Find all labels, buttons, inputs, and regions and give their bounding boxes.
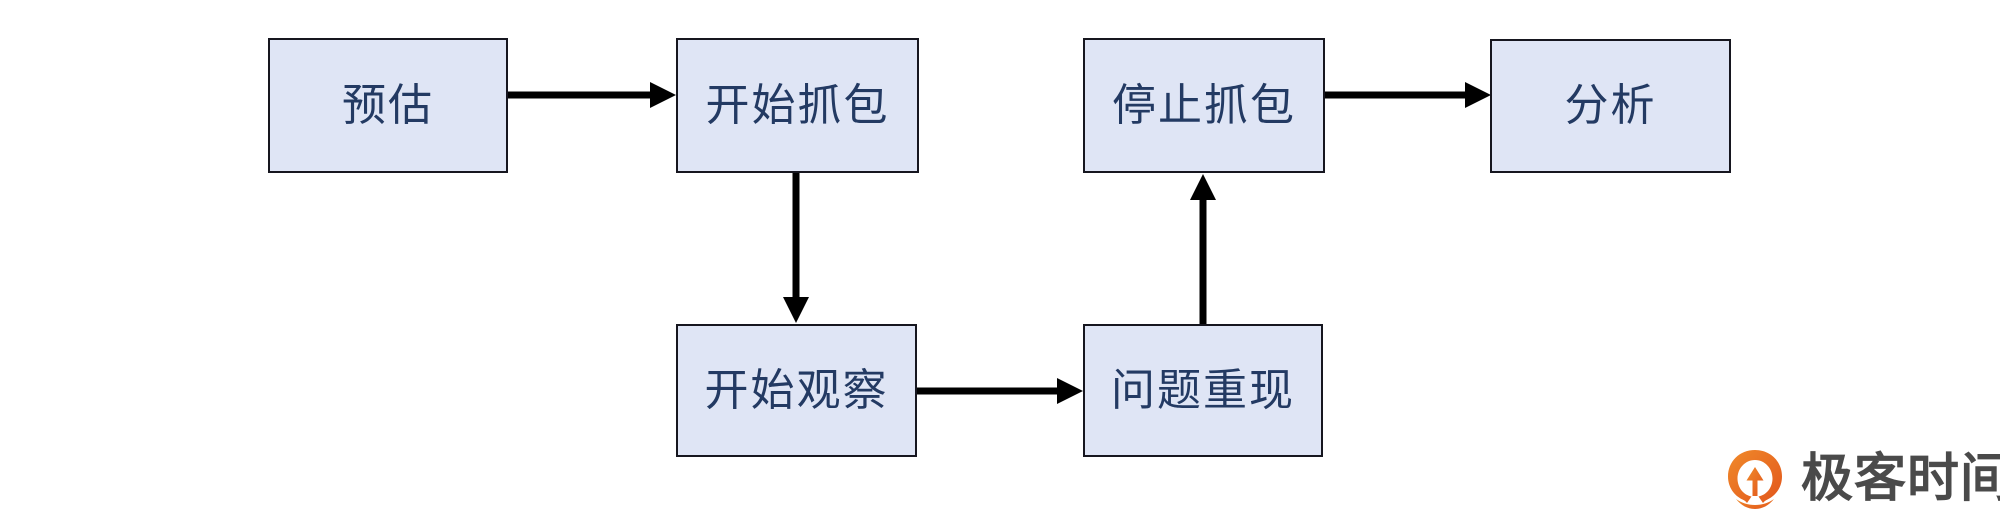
- node-start-capture[interactable]: 开始抓包: [676, 38, 919, 173]
- node-observe[interactable]: 开始观察: [676, 324, 917, 457]
- brand-logo: 极客时间: [1723, 443, 2000, 515]
- brand-logo-text: 极客时间: [1801, 450, 2000, 508]
- node-observe-label: 开始观察: [704, 365, 889, 415]
- node-analyze-label: 分析: [1564, 81, 1657, 130]
- edge-observe-to-reproduce: [917, 378, 1087, 404]
- node-stop-capture-label: 停止抓包: [1112, 80, 1296, 130]
- node-reproduce-label: 问题重现: [1111, 365, 1295, 415]
- node-analyze[interactable]: 分析: [1490, 39, 1731, 173]
- edge-start-capture-to-observe: [783, 173, 809, 326]
- node-estimate[interactable]: 预估: [268, 38, 508, 173]
- edge-estimate-to-start-capture: [508, 82, 680, 108]
- geektime-logo-icon: [1723, 447, 1787, 511]
- node-stop-capture[interactable]: 停止抓包: [1083, 38, 1325, 173]
- edge-reproduce-to-stop-capture: [1190, 172, 1216, 326]
- node-reproduce[interactable]: 问题重现: [1083, 324, 1323, 457]
- node-start-capture-label: 开始抓包: [705, 80, 890, 130]
- node-estimate-label: 预估: [342, 80, 434, 130]
- edge-stop-capture-to-analyze: [1325, 82, 1495, 108]
